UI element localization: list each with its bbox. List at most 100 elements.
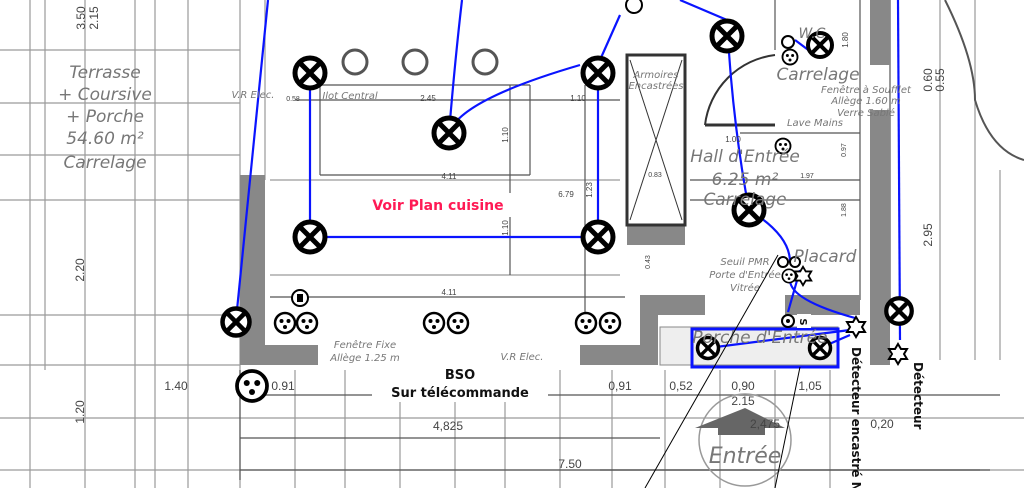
pendant-lamp-icon: [401, 48, 429, 76]
dimension-label: 0.58: [286, 96, 300, 103]
room-label: W.C: [799, 26, 826, 42]
porch-lighting-zone: [690, 327, 840, 369]
hanging-lamps: [341, 48, 499, 76]
dimension-label: 0,20: [870, 417, 894, 431]
entrance-label: Entrée: [709, 444, 782, 469]
dimension-label: 4.11: [442, 172, 458, 181]
room-area: 54.60 m²: [66, 129, 144, 149]
dimension-label: 2,475: [750, 417, 780, 431]
dimension-label: 4,825: [433, 419, 463, 433]
electrical-wires: [234, 0, 902, 350]
dimension-label: 0.55: [933, 68, 947, 92]
dimension-label: 1.20: [73, 400, 87, 424]
door-label: Porte d'Entrée: [709, 269, 781, 281]
vr-label: V.R Elec.: [501, 352, 544, 363]
ceiling-light-icon: [434, 118, 464, 148]
dimension-label: 1.97: [800, 173, 814, 180]
dimension-label: 0.97: [841, 143, 848, 157]
sink-label: Lave Mains: [787, 118, 843, 129]
dimension-label: 1.00: [725, 135, 741, 144]
cabinet-label: Armoires: [632, 70, 678, 81]
pendant-lamp-icon: [471, 48, 499, 76]
dimension-label: 0.91: [271, 379, 295, 393]
window-label: Verre Sablé: [837, 107, 895, 119]
room-label: + Porche: [66, 107, 144, 127]
dimension-label: 1,05: [798, 379, 822, 393]
window-label: Allège 1.60 m: [830, 95, 901, 107]
walls: [240, 0, 1024, 366]
socket-icon: [273, 311, 297, 335]
entrance-marker: [695, 393, 792, 487]
ceiling-light-icon: [583, 222, 613, 252]
dimension-label: 0.43: [645, 255, 652, 269]
dimension-label: 0,90: [731, 379, 755, 393]
bso-note: Sur télécommande: [391, 386, 529, 401]
spot-light-icon: [789, 256, 801, 268]
spot-light-icon: [777, 256, 789, 268]
floor-type: Carrelage: [703, 190, 786, 210]
dimension-label: 2.15: [87, 6, 101, 30]
detector-label: Détecteur: [911, 362, 925, 430]
island-label: Ilot Central: [322, 91, 378, 102]
switch-label: S: [797, 318, 808, 325]
socket-icon: [446, 311, 470, 335]
window-label: Allège 1.25 m: [329, 352, 400, 364]
detector-icon: [888, 343, 908, 365]
dimension-label: 1.10: [501, 220, 510, 236]
dimension-label: 0.83: [648, 172, 662, 179]
wall-light-icon: [886, 298, 912, 324]
pendant-lamp-icon: [341, 48, 369, 76]
sockets: [235, 48, 801, 403]
dimension-label: 2.15: [731, 394, 755, 408]
dimension-label: 1.80: [841, 32, 850, 48]
leader-line: [644, 254, 779, 488]
room-label: Hall d'Entrée: [690, 147, 800, 167]
ceiling-light-icon: [583, 58, 613, 88]
vr-label: V.R Elec.: [232, 90, 275, 101]
light-points: [223, 0, 912, 361]
detector-recessed-label: Détecteur encastré N: [849, 347, 863, 488]
detector-icon: [846, 316, 866, 338]
dimension-label: 6.79: [558, 190, 574, 199]
cabinet-label: Encastrées: [628, 80, 683, 92]
dimension-label: 1.10: [570, 94, 586, 103]
ceiling-light-icon: [295, 222, 325, 252]
dimension-label: 1.10: [501, 127, 510, 143]
dimension-label: 0.60: [921, 68, 935, 92]
door-label: Seuil PMR: [720, 257, 769, 268]
socket-icon: [295, 311, 319, 335]
dimension-label: 3.50: [74, 6, 88, 30]
leader-line: [774, 366, 801, 488]
kitchen-plan-note: Voir Plan cuisine: [372, 198, 503, 214]
wall-light-icon: [223, 309, 250, 336]
ceiling-light-icon: [712, 21, 742, 51]
dimension-label: 2.95: [921, 223, 935, 247]
room-label: Porche d'Entrée: [692, 328, 827, 348]
bso-label: BSO: [445, 368, 475, 383]
socket-icon: [781, 48, 799, 66]
window-label: Fenêtre à Soufflet: [821, 84, 912, 96]
room-label: Placard: [794, 247, 857, 267]
car-outline: [944, 0, 1024, 161]
outdoor-socket-icon: [235, 369, 269, 403]
room-area: 6.25 m²: [712, 170, 779, 190]
room-label: Terrasse: [69, 63, 140, 83]
dimension-label: 2.20: [73, 258, 87, 282]
floor-type: Carrelage: [776, 65, 859, 85]
window-label: Fenêtre Fixe: [334, 339, 396, 351]
dimension-label: 1.88: [841, 203, 848, 217]
floor-type: Carrelage: [63, 153, 146, 173]
socket-icon: [574, 311, 598, 335]
dimension-label: 1.23: [585, 182, 594, 198]
socket-icon: [598, 311, 622, 335]
door-label: Vitrée: [730, 282, 760, 294]
dimension-label: 1.40: [164, 379, 188, 393]
dimension-label: 7.50: [558, 457, 582, 471]
dimension-label: 2.45: [420, 94, 436, 103]
spot-light-icon: [625, 0, 643, 14]
dimension-label: 0,52: [669, 379, 693, 393]
arrow-up-icon: [695, 408, 785, 435]
dimension-label: 4.11: [442, 288, 458, 297]
